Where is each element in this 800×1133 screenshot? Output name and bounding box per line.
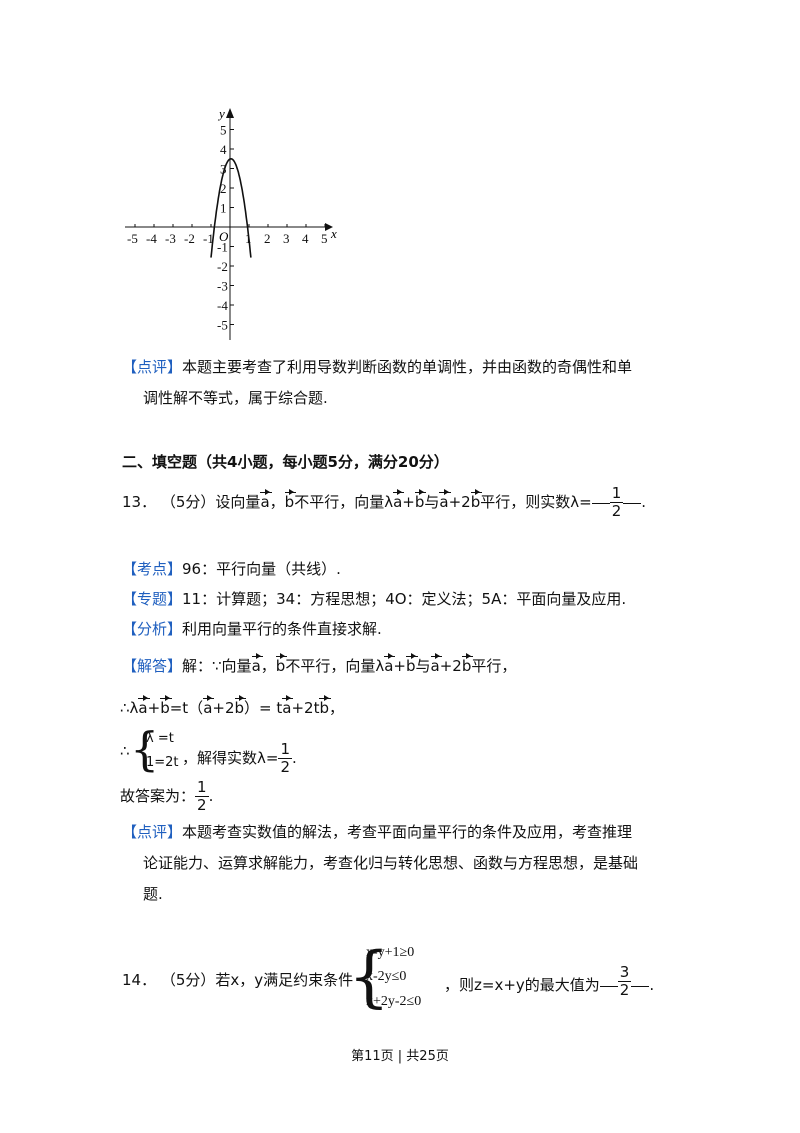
y-tick-label: 5	[220, 123, 227, 138]
x-axis-label: x	[330, 226, 337, 241]
comment1-line1: 【点评】本题主要考查了利用导数判断函数的单调性，并由函数的奇偶性和单	[122, 358, 633, 376]
y-tick-label: 1	[220, 201, 227, 216]
comment2-line3: 题.	[143, 885, 163, 903]
x-tick-label: -5	[127, 231, 138, 246]
question-14: 14． （5分）若x，y满足约束条件 { x-y+1≥0 x-2y≤0 x+2y…	[122, 938, 655, 1015]
vector-a: a	[260, 489, 272, 511]
x-tick-label: 2	[264, 231, 271, 246]
y-tick-label: -2	[217, 259, 228, 274]
kaodian-tag: 【考点】	[122, 560, 183, 578]
system-eq-2: 1=2t	[146, 755, 179, 770]
x-axis-arrow	[325, 223, 333, 231]
vector-b: b	[284, 489, 296, 511]
fenxi-line: 【分析】利用向量平行的条件直接求解.	[122, 620, 382, 638]
x-tick-label: 5	[321, 231, 328, 246]
constraint-1: x-y+1≥0	[366, 945, 415, 960]
comment1-line2: 调性解不等式，属于综合题.	[143, 389, 328, 407]
x-tick-label: -1	[203, 231, 214, 246]
kaodian-line: 【考点】96：平行向量（共线）.	[122, 560, 341, 578]
x-tick-label: -2	[184, 231, 195, 246]
jieda-line1: 【解答】解：∵向量a，b不平行，向量λa+b与a+2b平行，	[122, 653, 517, 675]
x-tick-label: 3	[283, 231, 290, 246]
y-tick-label: 3	[220, 162, 227, 177]
section-title: 二、填空题（共4小题，每小题5分，满分20分）	[122, 453, 449, 471]
constraint-3: x+2y-2≤0	[366, 994, 422, 1009]
y-axis-arrow	[226, 108, 234, 118]
jieda-tag: 【解答】	[122, 657, 183, 675]
fenxi-tag: 【分析】	[122, 620, 183, 638]
constraint-2: x-2y≤0	[366, 969, 407, 984]
comment2-tag: 【点评】	[122, 823, 183, 841]
comment1-tag: 【点评】	[122, 358, 183, 376]
page-footer: 第11页 | 共25页	[351, 1049, 449, 1064]
y-tick-label: -1	[217, 240, 228, 255]
x-tick-label: 4	[302, 231, 309, 246]
x-tick-label: -3	[165, 231, 176, 246]
y-tick-label: 4	[220, 142, 227, 157]
y-tick-label: -3	[217, 279, 228, 294]
zhuanti-line: 【专题】11：计算题；34：方程思想；4O：定义法；5A：平面向量及应用.	[122, 590, 627, 608]
system-eq-1: λ =t	[146, 731, 174, 746]
parabola-curve	[210, 157, 252, 258]
zhuanti-tag: 【专题】	[122, 590, 183, 608]
y-tick-label: -4	[217, 298, 228, 313]
y-axis-label: y	[217, 106, 225, 121]
x-tick-label: -4	[146, 231, 157, 246]
comment2-line2: 论证能力、运算求解能力，考查化归与转化思想、函数与方程思想，是基础	[143, 854, 639, 872]
jieda-line2: ∴λa+b=t（a+2b）= ta+2tb，	[120, 695, 345, 717]
comment2-line1: 【点评】本题考查实数值的解法，考查平面向量平行的条件及应用，考查推理	[122, 823, 633, 841]
y-tick-label: -5	[217, 318, 228, 333]
y-tick-label: 2	[220, 181, 227, 196]
origin-label: O	[219, 229, 229, 244]
